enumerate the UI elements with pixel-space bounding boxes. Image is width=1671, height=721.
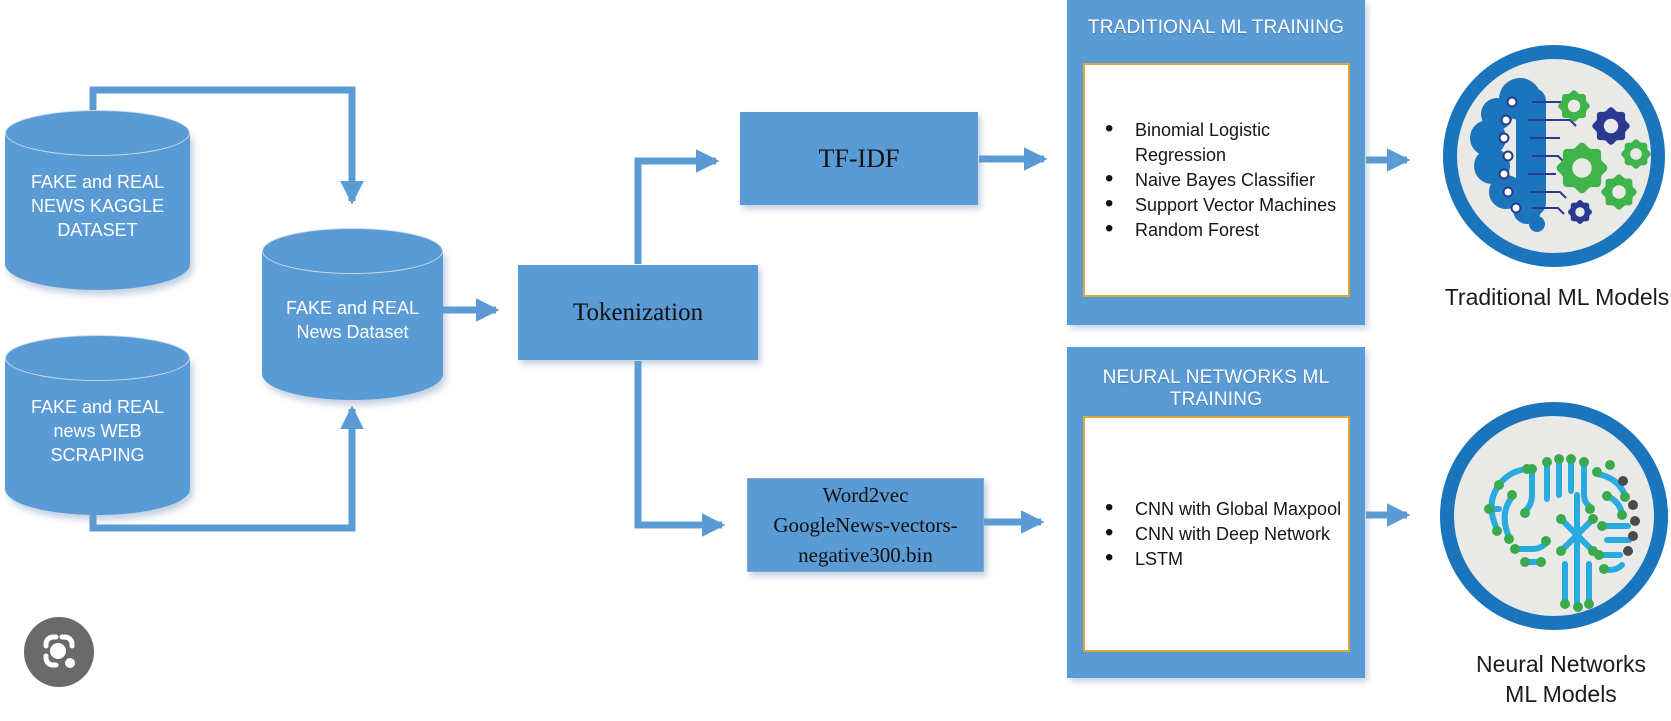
database-cylinder-body (5, 132, 190, 290)
ml-method-item: Random Forest (1085, 216, 1348, 243)
database-cylinder-top (5, 335, 190, 381)
database-cylinder-body (262, 250, 443, 400)
traditional-methods-list: Binomial Logistic Regression Naive Bayes… (1085, 116, 1348, 243)
merged-dataset-label: FAKE and REAL News Dataset (285, 298, 420, 342)
web-scraping-cylinder: FAKE and REAL news WEB SCRAPING (5, 335, 190, 515)
merged-dataset-cylinder: FAKE and REAL News Dataset (262, 228, 443, 400)
word2vec-box: Word2vec GoogleNews-vectors- negative300… (747, 478, 984, 572)
traditional-panel-title: TRADITIONAL ML TRAINING (1087, 17, 1345, 38)
tfidf-box: TF-IDF (740, 112, 978, 205)
ml-method-item: CNN with Deep Network (1085, 520, 1348, 547)
database-cylinder-body (5, 357, 190, 515)
google-lens-icon (24, 617, 94, 687)
neural-methods-list: CNN with Global Maxpool CNN with Deep Ne… (1085, 495, 1348, 572)
neural-models-label: Neural Networks ML Models (1476, 651, 1646, 707)
ml-method-item: Support Vector Machines (1085, 191, 1348, 218)
traditional-ml-training-panel: TRADITIONAL ML TRAINING Binomial Logisti… (1067, 0, 1365, 325)
google-lens-button[interactable] (24, 617, 94, 687)
web-scraping-label: FAKE and REAL news WEB SCRAPING (30, 397, 165, 465)
ml-method-item: Binomial Logistic Regression (1085, 116, 1348, 168)
database-cylinder-top (262, 228, 443, 274)
neural-methods-box: CNN with Global Maxpool CNN with Deep Ne… (1083, 416, 1350, 652)
traditional-methods-box: Binomial Logistic Regression Naive Bayes… (1083, 63, 1350, 297)
circuit-brain-icon (1440, 402, 1668, 630)
neural-networks-training-panel: NEURAL NETWORKS ML TRAINING CNN with Glo… (1067, 347, 1365, 678)
traditional-models-label: Traditional ML Models (1444, 284, 1670, 310)
neural-panel-title: NEURAL NETWORKS ML TRAINING (1102, 367, 1330, 410)
brain-gears-icon (1443, 45, 1665, 267)
database-cylinder-top (5, 110, 190, 156)
ml-method-item: CNN with Global Maxpool (1085, 495, 1348, 522)
kaggle-dataset-cylinder: FAKE and REAL NEWS KAGGLE DATASET (5, 110, 190, 290)
ml-method-item: LSTM (1085, 545, 1348, 572)
tokenization-box: Tokenization (518, 265, 758, 360)
ml-method-item: Naive Bayes Classifier (1085, 166, 1348, 193)
kaggle-dataset-label: FAKE and REAL NEWS KAGGLE DATASET (30, 172, 165, 240)
